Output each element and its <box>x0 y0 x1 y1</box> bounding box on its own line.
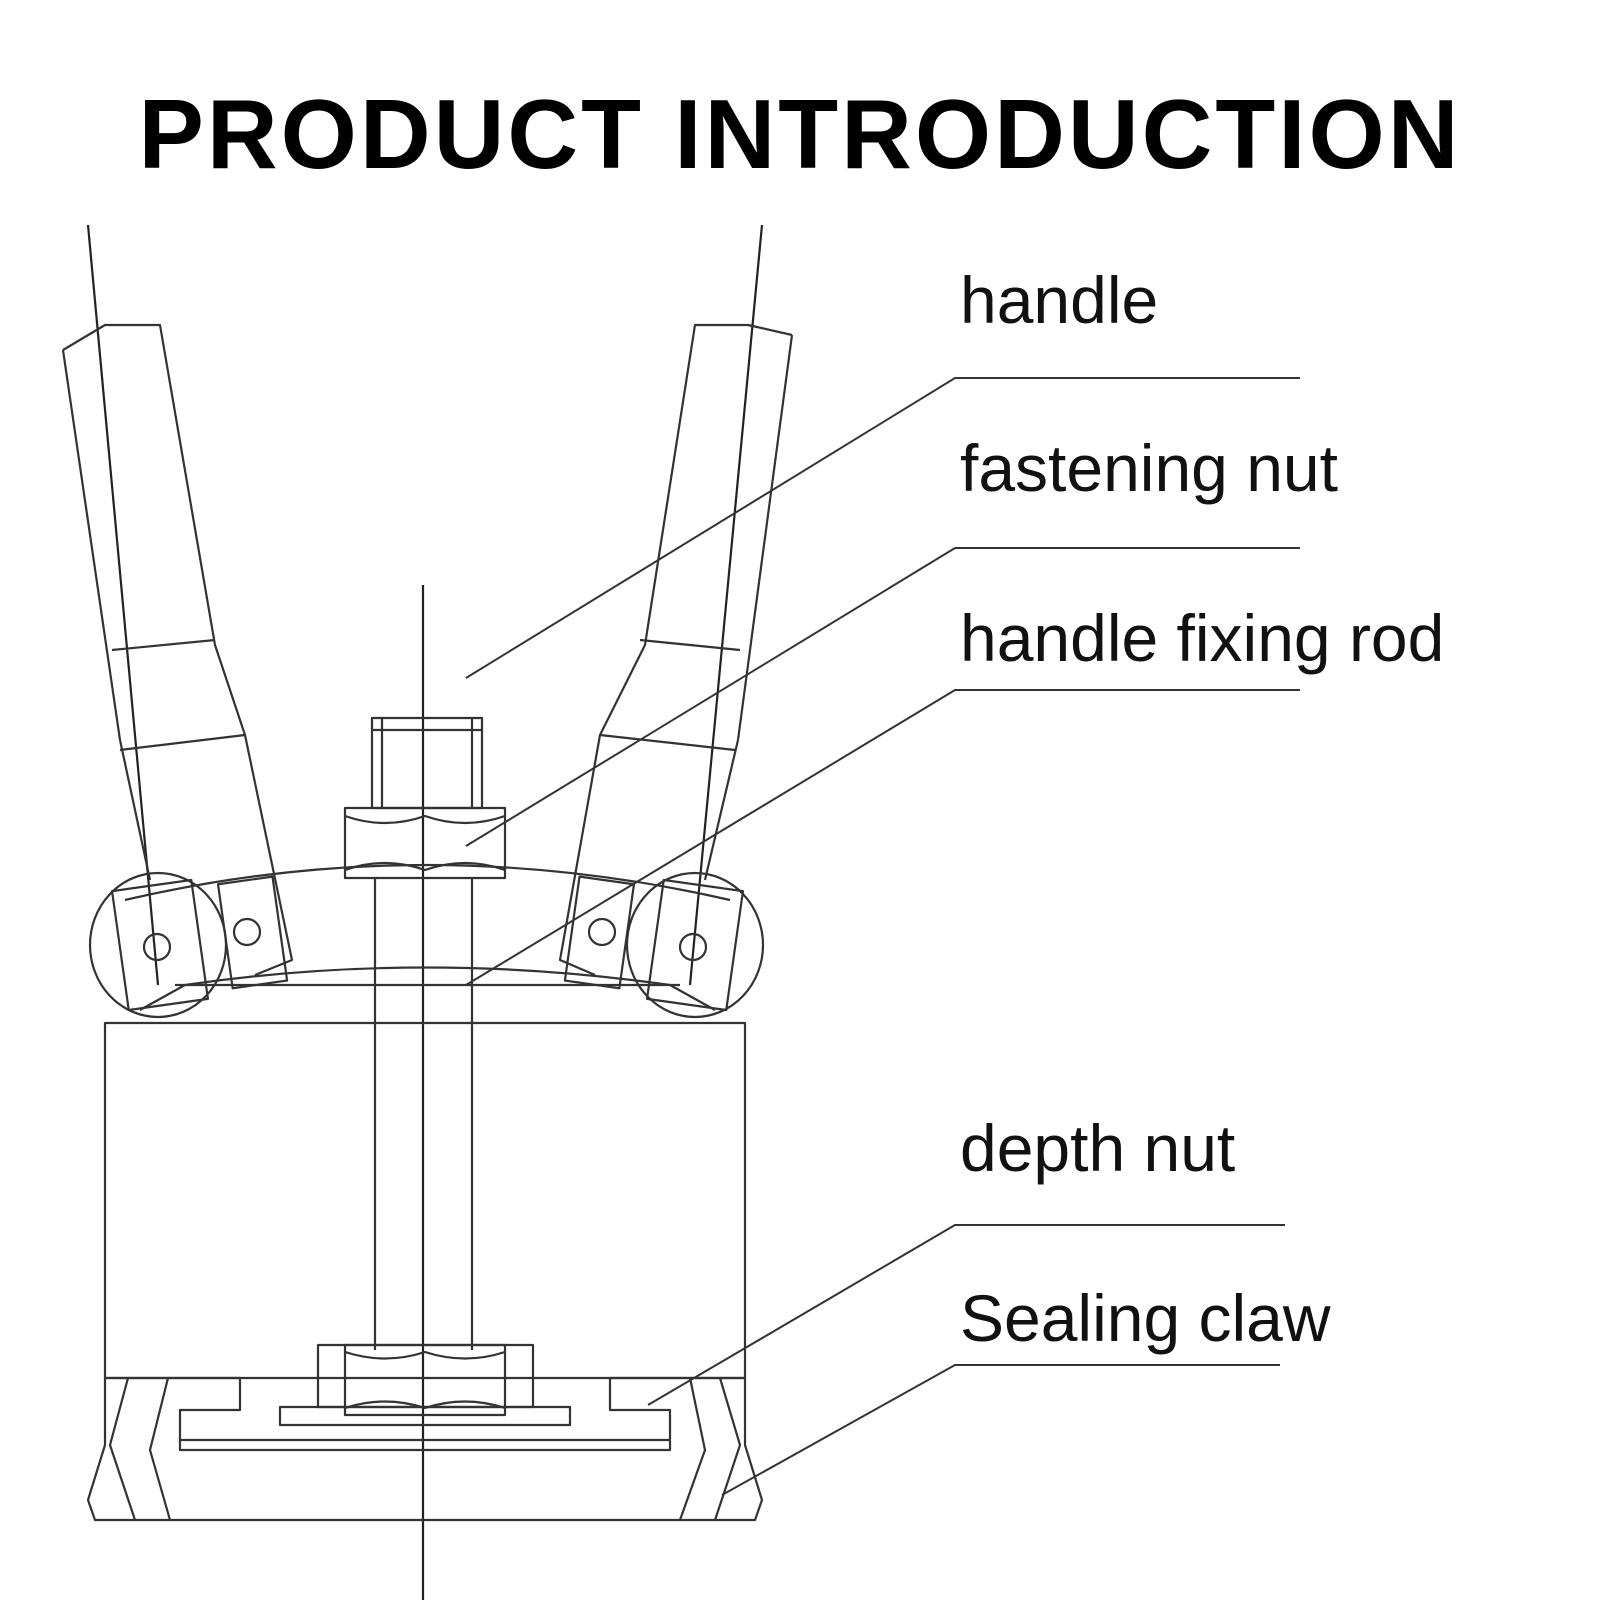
sealing-claw <box>86 1376 764 1522</box>
depth-nut <box>278 1343 572 1427</box>
body-block <box>103 1021 747 1380</box>
label-handle: handle <box>960 263 1159 337</box>
fastening-nut <box>343 806 507 880</box>
leader-depth-nut <box>647 1224 1285 1406</box>
left-pivot <box>88 871 289 1019</box>
label-handle-fixing-rod: handle fixing rod <box>960 601 1445 675</box>
leader-sealing-claw <box>721 1364 1280 1496</box>
right-handle <box>558 224 794 986</box>
leader-handle <box>465 377 1300 679</box>
label-fastening-nut: fastening nut <box>960 431 1338 505</box>
bolt-head <box>370 716 484 810</box>
right-pivot <box>563 871 765 1019</box>
label-depth-nut: depth nut <box>960 1111 1236 1185</box>
leader-handle-fixing-rod <box>465 689 1300 986</box>
leader-lines <box>465 377 1300 1496</box>
handle-fixing-rod <box>373 878 474 1350</box>
label-sealing-claw: Sealing claw <box>960 1281 1331 1355</box>
leader-fastening-nut <box>465 547 1300 847</box>
diagram-title: PRODUCT INTRODUCTION <box>138 79 1462 189</box>
left-handle <box>61 224 294 986</box>
